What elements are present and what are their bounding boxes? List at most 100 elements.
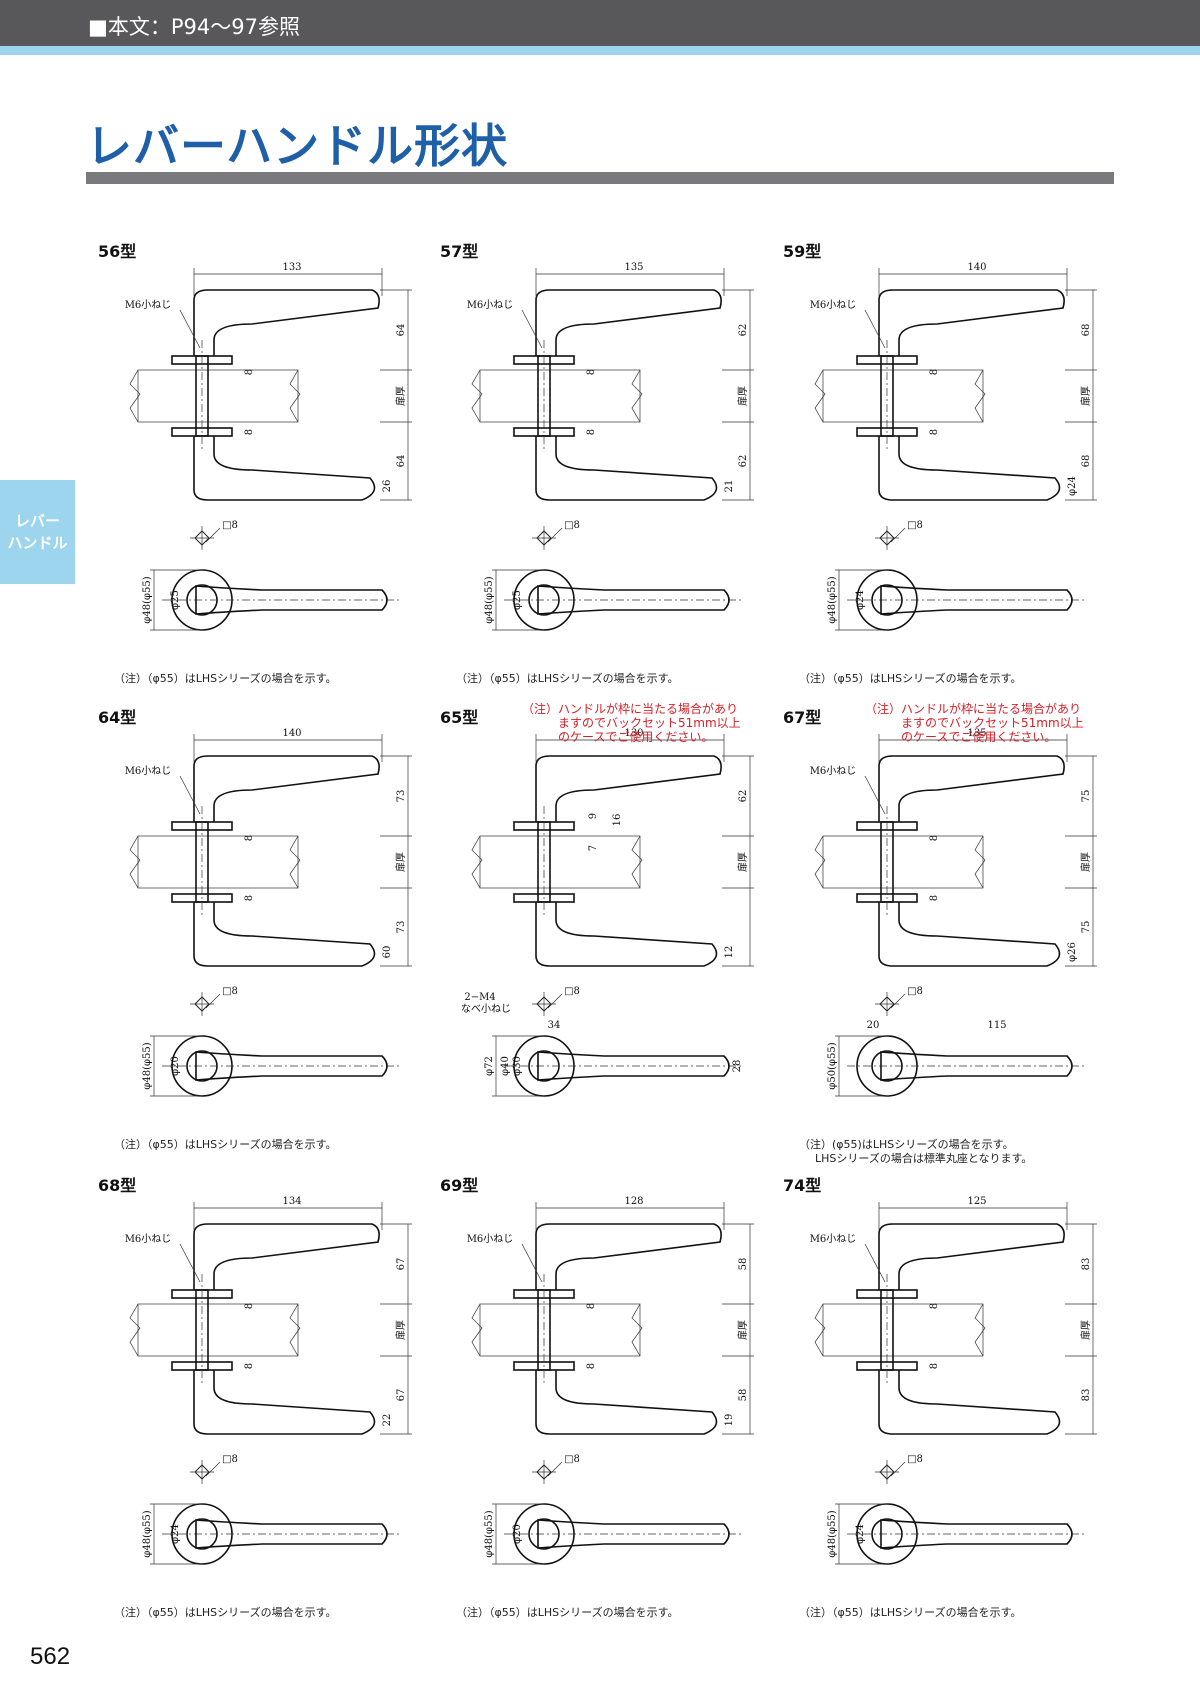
square-leader: [890, 527, 906, 543]
dimension-rose-outer: φ48(φ55): [142, 1510, 153, 1557]
square-leader: [547, 993, 563, 1009]
plan-view: φ48(φ55)φ25: [142, 569, 402, 631]
dimension-plan-a: 20: [867, 1020, 880, 1031]
model-label: 68型: [98, 1176, 137, 1195]
plan-view: φ48(φ55) φ24: [827, 1503, 1087, 1565]
door-break-left: [471, 1303, 483, 1357]
dimension-d1: 9: [588, 813, 599, 819]
dimension-gap: 8: [244, 429, 255, 435]
plan-view: φ48(φ55)φ20: [484, 1503, 744, 1565]
square-spindle-symbol: □8: [532, 1454, 580, 1484]
dimension-door-thickness: 扉厚: [1079, 386, 1092, 406]
dimension-door-thickness: 扉厚: [736, 386, 749, 406]
plan-view: φ48(φ55)φ24: [142, 1503, 402, 1565]
dimension-upper: 75: [1081, 790, 1092, 803]
lever-upper: [193, 755, 380, 822]
dimension-gap: 8: [244, 835, 255, 841]
door-section: [137, 1303, 299, 1357]
door-break-left: [129, 1303, 141, 1357]
side-index-tab[interactable]: レバー ハンドル: [0, 480, 75, 584]
page-number: 562: [30, 1643, 71, 1670]
door-break-right: [631, 369, 643, 423]
dimension-grip: 26: [382, 480, 393, 493]
dimension-rose-outer: φ72: [484, 1056, 495, 1076]
lhs-note: （注）（φ55）はLHSシリーズの場合を示す。: [114, 1138, 337, 1151]
dimension-width: 133: [282, 262, 301, 273]
dimension-door-thickness: 扉厚: [394, 1320, 407, 1340]
dimension-upper: 67: [396, 1258, 407, 1271]
dimension-gap: 8: [244, 895, 255, 901]
dimension-gap: 8: [586, 1363, 597, 1369]
model-label: 65型: [440, 708, 479, 727]
dimension-upper: 73: [396, 790, 407, 803]
screw-label: M6小ねじ: [810, 1233, 857, 1245]
dimension-rose-outer: φ50(φ55): [827, 1042, 838, 1089]
square-leader: [205, 993, 221, 1009]
dimension-upper: 68: [1081, 324, 1092, 337]
lever-upper: [193, 289, 380, 356]
dimension-width: 140: [282, 728, 301, 739]
plan-view: φ48(φ55)φ20: [142, 1035, 402, 1097]
screw2-label: 2−M4: [464, 992, 495, 1003]
square-spindle-label: □8: [222, 520, 238, 531]
screw-label: M6小ねじ: [125, 299, 172, 311]
model-label: 69型: [440, 1176, 479, 1195]
screw-leader: [179, 1243, 201, 1283]
square-spindle-label: □8: [907, 986, 923, 997]
square-leader: [547, 1461, 563, 1477]
dimension-width: 135: [967, 728, 986, 739]
dimension-lower: 58: [738, 1389, 749, 1402]
dimension-gap: 8: [244, 1363, 255, 1369]
door-break-right: [631, 835, 643, 889]
plan-view: φ48(φ55)φ25: [484, 569, 744, 631]
square-spindle-label: □8: [564, 520, 580, 531]
lever-plan: [537, 1051, 730, 1081]
dimension-lower: 75: [1081, 921, 1092, 934]
door-break-right: [631, 1303, 643, 1357]
dimension-door-thickness: 扉厚: [394, 852, 407, 872]
screw-leader: [179, 775, 201, 815]
lever-lower: [878, 1370, 1061, 1435]
square-spindle-symbol: □8: [190, 520, 238, 550]
top-accent-stripe: [0, 46, 1200, 55]
dimension-gap: 8: [586, 429, 597, 435]
lever-lower: [535, 902, 718, 967]
lever-plan: [880, 1051, 1073, 1081]
door-section: [822, 835, 984, 889]
dimension-upper: 62: [738, 324, 749, 337]
door-section: [137, 835, 299, 889]
dimension-gap: 8: [929, 895, 940, 901]
dimension-grip: φ26: [1067, 942, 1078, 962]
door-break-left: [471, 369, 483, 423]
dimension-rose-outer: φ48(φ55): [484, 576, 495, 623]
dimension-rose-outer: φ48(φ55): [827, 1510, 838, 1557]
dimension-gap: 8: [586, 369, 597, 375]
dimension-gap: 8: [244, 369, 255, 375]
lever-lower: [878, 902, 1061, 967]
screw-leader: [864, 309, 886, 349]
dimension-d2: 16: [612, 814, 623, 827]
dimension-gap: 8: [586, 1303, 597, 1309]
door-section: [479, 369, 641, 423]
door-break-right: [974, 369, 986, 423]
dimension-rose-inner: φ24: [855, 1524, 866, 1544]
screw-leader: [521, 1243, 543, 1283]
square-spindle-label: □8: [564, 986, 580, 997]
door-break-left: [471, 835, 483, 889]
lever-lower: [193, 436, 376, 501]
page-title: レバーハンドル形状: [86, 119, 509, 173]
screw2b-label: なべ小ねじ: [461, 1003, 511, 1015]
dimension-grip: 19: [724, 1414, 735, 1427]
